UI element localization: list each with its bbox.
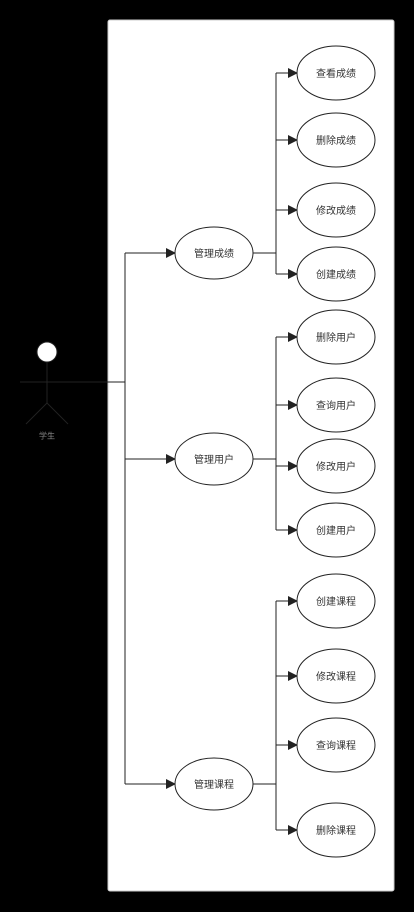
use-case-label: 查询课程: [316, 739, 356, 752]
use-case-ellipse: [296, 182, 376, 238]
use-case-label: 创建用户: [316, 524, 356, 537]
actor-label: 学生: [39, 431, 55, 441]
actor-right-leg: [46, 402, 69, 425]
use-case-label: 查看成绩: [316, 67, 356, 80]
use-case-ellipse: [296, 573, 376, 629]
use-case-ellipse: [296, 717, 376, 773]
use-case-label: 创建成绩: [316, 268, 356, 281]
use-case-label: 查询用户: [316, 399, 356, 412]
use-case-ellipse: [296, 648, 376, 704]
use-case-ellipse: [296, 502, 376, 558]
use-case-ellipse: [296, 438, 376, 494]
use-case-ellipse: [296, 309, 376, 365]
actor-head: [36, 341, 58, 363]
use-case-label: 删除用户: [316, 331, 356, 344]
use-case-ellipse: [296, 377, 376, 433]
actor: 学生: [20, 341, 74, 441]
use-case-label: 修改成绩: [316, 204, 356, 217]
use-case-ellipse: [296, 45, 376, 101]
use-case-ellipse: [296, 112, 376, 168]
use-case-label: 删除课程: [316, 824, 356, 837]
use-case-ellipse: [296, 802, 376, 858]
use-case-label: 修改用户: [316, 460, 356, 473]
use-case-label: 创建课程: [316, 595, 356, 608]
use-case-ellipse: [296, 246, 376, 302]
use-case-label: 删除成绩: [316, 134, 356, 147]
use-case-label: 修改课程: [316, 670, 356, 683]
group-label: 管理用户: [194, 453, 234, 466]
group-label: 管理课程: [194, 778, 234, 791]
actor-left-leg: [25, 402, 48, 425]
group-label: 管理成绩: [194, 247, 234, 260]
